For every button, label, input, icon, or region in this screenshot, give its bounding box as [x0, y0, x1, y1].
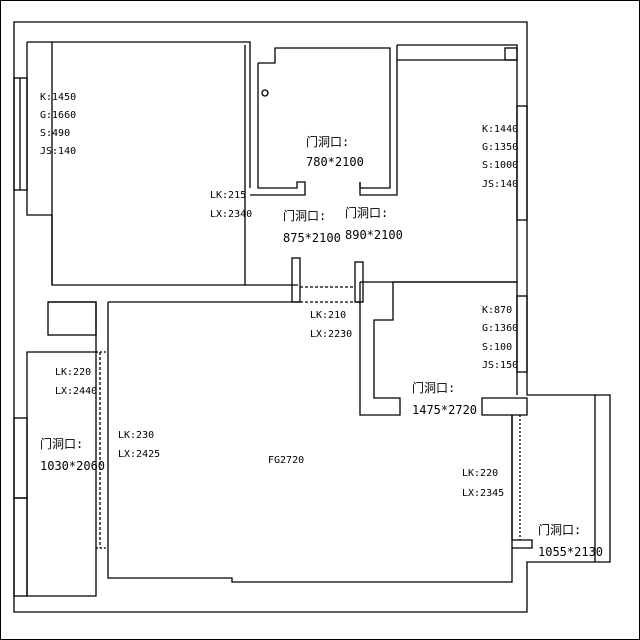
bedroom-right-label: K:1440 G:1350 S:1000 JS:140 — [482, 124, 518, 190]
door-size: 780*2100 — [306, 155, 364, 169]
door-size: 1030*2060 — [40, 459, 105, 473]
label-line: LX:2230 — [310, 329, 352, 340]
bedroom-left-label: K:1450 G:1660 S:490 JS:140 — [40, 92, 76, 157]
wall-lines — [13, 21, 611, 613]
label-line: LK:230 — [118, 430, 154, 441]
living-room-wall — [107, 301, 513, 583]
door-label: 门洞口: 890*2100 — [345, 205, 403, 242]
label-line: K:870 — [482, 305, 512, 316]
kitchen-wall — [359, 281, 528, 416]
label-line: LK:220 — [462, 468, 498, 479]
label-line: LX:2440 — [55, 386, 97, 397]
door-title: 门洞口: — [306, 134, 349, 149]
door-size: 1055*2130 — [538, 545, 603, 559]
drain-symbol — [261, 89, 269, 97]
door-label: 门洞口: 1055*2130 — [538, 522, 603, 559]
label-line: LX:2340 — [210, 209, 252, 220]
door-post-left — [291, 257, 301, 303]
balcony-cabinet — [47, 301, 97, 336]
door-label: 门洞口: 1475*2720 — [412, 380, 477, 417]
door-title: 门洞口: — [283, 208, 326, 223]
door-size: 875*2100 — [283, 231, 341, 245]
label-line: LK:215 — [210, 190, 246, 201]
door-title: 门洞口: — [40, 436, 83, 451]
door-labels: 门洞口: 780*2100 门洞口: 875*2100 门洞口: 890*210… — [40, 134, 603, 559]
door-label: 门洞口: 875*2100 — [283, 208, 341, 245]
door-size: 1475*2720 — [412, 403, 477, 417]
label-line: LX:2425 — [118, 449, 160, 460]
label-line: JS:150 — [482, 360, 518, 371]
label-line: JS:140 — [482, 179, 518, 190]
room-labels: K:1450 G:1660 S:490 JS:140 K:1440 G:1350… — [40, 92, 518, 499]
label-line: LK:210 — [310, 310, 346, 321]
floor-height-label: FG2720 — [268, 455, 304, 466]
label-line: G:1350 — [482, 142, 518, 153]
label-line: JS:140 — [40, 146, 76, 157]
living-left-wall-label: LK:230 LX:2425 — [118, 430, 160, 460]
left-lower-window — [13, 417, 28, 499]
label-line: K:1450 — [40, 92, 76, 103]
label-line: S:100 — [482, 342, 512, 353]
top-middle-room-door-jamb — [359, 45, 398, 196]
bedroom-left-wall-label: LK:215 LX:2340 — [210, 190, 252, 220]
label-line: LX:2345 — [462, 488, 504, 499]
top-right-room-column — [504, 47, 518, 61]
top-middle-room-wall — [250, 47, 391, 196]
right-entry-wall — [512, 395, 596, 562]
door-title: 门洞口: — [412, 380, 455, 395]
label-line: S:1000 — [482, 160, 518, 171]
living-right-wall-label: LK:220 LX:2345 — [462, 468, 504, 499]
left-bottom-window — [13, 497, 28, 597]
label-line: S:490 — [40, 128, 70, 139]
door-title: 门洞口: — [345, 205, 388, 220]
door-title: 门洞口: — [538, 522, 581, 537]
door-label: 门洞口: 780*2100 — [306, 134, 364, 169]
label-line: LK:220 — [55, 367, 91, 378]
door-label: 门洞口: 1030*2060 — [40, 436, 105, 473]
living-top-wall-label: LK:210 LX:2230 — [310, 310, 352, 340]
door-size: 890*2100 — [345, 228, 403, 242]
kitchen-window — [516, 295, 528, 373]
balcony-label: LK:220 LX:2440 — [55, 367, 97, 397]
label-line: G:1360 — [482, 323, 518, 334]
label-line: K:1440 — [482, 124, 518, 135]
kitchen-label: K:870 G:1360 S:100 JS:150 — [482, 305, 518, 371]
label-line: G:1660 — [40, 110, 76, 121]
right-window — [516, 105, 528, 221]
